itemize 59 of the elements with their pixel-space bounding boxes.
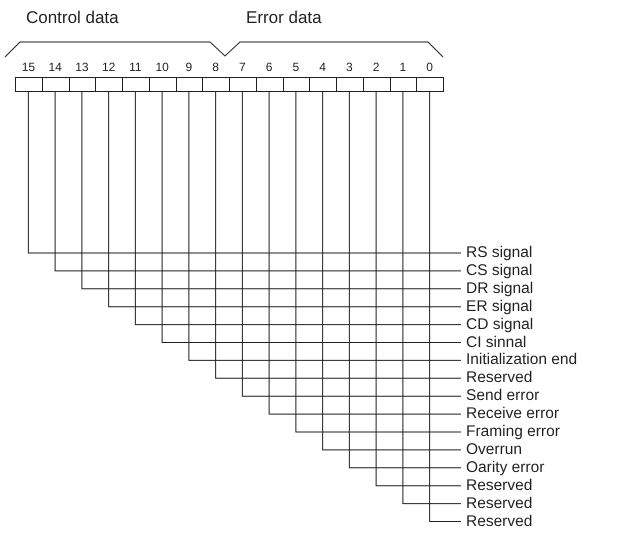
bit-cell xyxy=(416,77,444,92)
bit-cell xyxy=(176,77,204,92)
group-heading: Error data xyxy=(246,8,322,28)
bit-number: 6 xyxy=(264,60,274,74)
bit-number: 13 xyxy=(74,60,90,74)
bit-number: 2 xyxy=(372,60,380,74)
signal-label: CD signal xyxy=(461,316,534,334)
bit-number: 8 xyxy=(211,60,220,74)
bit-cell xyxy=(95,77,123,92)
signal-label: Oarity error xyxy=(461,458,544,477)
signal-label: Reserved xyxy=(461,476,532,495)
bit-cell xyxy=(309,77,337,92)
bit-cell xyxy=(390,77,418,92)
bit-cell xyxy=(229,77,257,92)
bit-number: 3 xyxy=(345,60,354,74)
bit-cell xyxy=(256,77,284,92)
bit-number: 9 xyxy=(184,60,194,74)
bit-cell xyxy=(336,77,364,92)
leader-line xyxy=(295,92,462,432)
bit-number: 15 xyxy=(20,60,36,74)
signal-label: ER signal xyxy=(461,298,532,316)
signal-label: Reserved xyxy=(461,512,532,530)
signal-label: Framing error xyxy=(461,423,560,441)
bit-cell xyxy=(202,77,230,92)
leader-line xyxy=(402,92,462,504)
signal-label: RS signal xyxy=(461,244,532,262)
bit-number: 7 xyxy=(238,60,247,74)
signal-label: Initialization end xyxy=(461,351,578,370)
signal-label: Receive error xyxy=(461,405,560,424)
bit-cell xyxy=(122,77,150,92)
signal-label: CI sinnal xyxy=(461,334,526,352)
bit-number: 5 xyxy=(292,60,300,74)
leader-line xyxy=(242,92,462,397)
bit-cell xyxy=(148,77,176,92)
signal-label: Send error xyxy=(461,387,540,406)
leader-line xyxy=(268,92,462,415)
bit-cell xyxy=(282,77,310,92)
bit-number: 4 xyxy=(318,60,327,74)
signal-label: CS signal xyxy=(461,262,532,280)
bit-number: 10 xyxy=(154,60,170,74)
bit-number: 12 xyxy=(100,60,116,74)
leader-line xyxy=(376,92,462,486)
leader-line xyxy=(429,92,462,522)
bit-cell xyxy=(15,77,43,92)
bit-cell xyxy=(68,77,96,92)
leader-line xyxy=(28,92,462,254)
signal-label: Reserved xyxy=(461,369,532,388)
signal-label: Overrun xyxy=(461,440,522,459)
bit-cell xyxy=(42,77,70,92)
signal-label: DR signal xyxy=(461,280,534,298)
signal-label: Reserved xyxy=(461,494,532,513)
bit-number: 11 xyxy=(128,60,143,74)
bit-number: 1 xyxy=(398,60,408,74)
group-heading: Control data xyxy=(26,8,119,28)
bit-number: 0 xyxy=(425,60,434,74)
leader-line xyxy=(322,92,462,450)
bit-number: 14 xyxy=(47,60,63,74)
bit-cell xyxy=(362,77,390,92)
leader-line xyxy=(348,92,462,468)
